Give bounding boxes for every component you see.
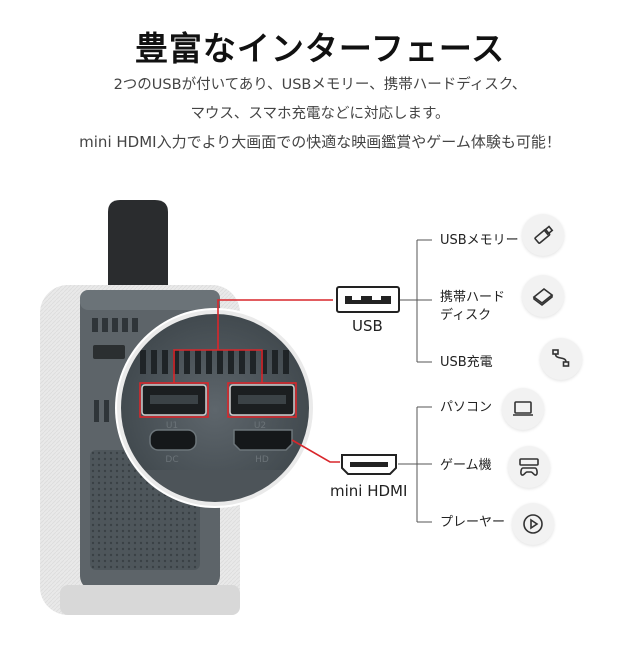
hdmi-use-console-label: ゲーム機 — [440, 458, 492, 473]
game-console-icon — [508, 446, 550, 488]
description-line-3: mini HDMI入力でより大画面での快適な映画鑑賞やゲーム体験も可能！ — [79, 133, 561, 151]
label-u1: U1 — [166, 421, 178, 431]
label-u2: U2 — [254, 421, 266, 431]
usb-use-memory-label: USBメモリー — [440, 233, 519, 248]
label-hd: HD — [255, 455, 269, 465]
projector-illustration: U1 U2 DC HD — [40, 200, 432, 615]
usb-stick-icon — [522, 214, 564, 256]
hdmi-use-pc-label: パソコン — [440, 400, 493, 415]
charging-cable-icon — [540, 338, 582, 380]
hdmi-port-label: mini HDMI — [330, 482, 408, 500]
hdmi-use-player-label: プレーヤー — [440, 515, 506, 530]
play-icon — [512, 503, 554, 545]
usb-use-hdd-label: 携帯ハード ディスク — [440, 290, 506, 323]
label-dc: DC — [165, 455, 178, 465]
usb-port-label: USB — [352, 317, 383, 335]
description-line-1: 2つのUSBが付いてあり、USBメモリー、携帯ハードディスク、 — [113, 77, 527, 93]
usb-use-charge-label: USB充電 — [440, 355, 493, 370]
page-title: 豊富なインターフェース — [134, 29, 506, 68]
description-line-2: マウス、スマホ充電などに対応します。 — [190, 106, 450, 122]
hard-disk-icon — [522, 275, 564, 317]
laptop-icon — [502, 388, 544, 430]
